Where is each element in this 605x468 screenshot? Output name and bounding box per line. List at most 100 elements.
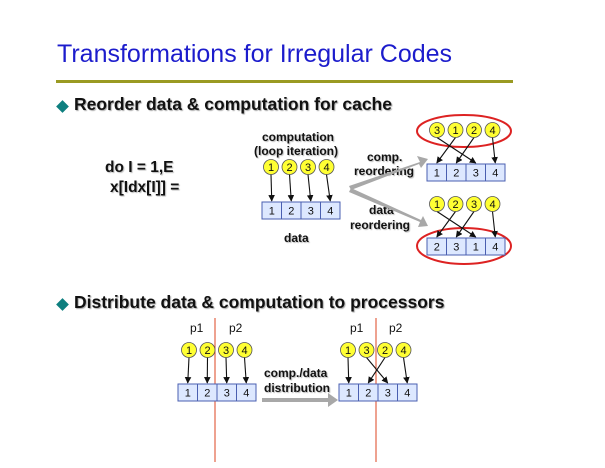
data-cell — [320, 201, 341, 220]
data-cell-label: 1 — [473, 242, 479, 254]
diagram-original-arrows — [268, 174, 333, 202]
access-arrow — [402, 357, 410, 384]
data-cell — [485, 163, 506, 182]
iteration-node — [199, 342, 216, 358]
iteration-label: 3 — [223, 345, 229, 357]
data-cell-label: 1 — [434, 168, 440, 180]
label-comp-reordering: reordering — [354, 164, 415, 178]
iteration-node — [218, 342, 234, 358]
diagram-dist_after-arrows — [345, 357, 410, 384]
iteration-label: 4 — [489, 199, 495, 211]
code-line-2: x[Idx[I]] = — [110, 179, 180, 196]
access-arrow — [436, 137, 477, 164]
data-cell-label: 1 — [185, 388, 191, 400]
data-cell-label: 2 — [204, 388, 210, 400]
iteration-label: 2 — [382, 345, 388, 357]
label-data: data — [284, 231, 309, 245]
iteration-node — [484, 122, 501, 138]
bullet-reorder: Reorder data & computation for cache — [74, 94, 392, 114]
iteration-node — [236, 342, 253, 358]
iteration-node — [318, 159, 335, 175]
access-arrow — [455, 211, 475, 238]
label-p1-left: p1 — [190, 321, 204, 335]
comp-reorder-arrow — [349, 156, 428, 190]
iteration-label: 4 — [400, 345, 406, 357]
iteration-node — [466, 196, 482, 212]
iteration-label: 3 — [305, 162, 311, 174]
data-cell-label: 4 — [492, 242, 498, 254]
page-title: Transformations for Irregular Codes — [57, 40, 453, 68]
iteration-node — [377, 342, 393, 358]
diagram-comp_reordered-arrows — [436, 137, 498, 164]
data-cell — [397, 383, 418, 402]
iteration-node — [281, 159, 298, 175]
access-arrow — [223, 357, 230, 384]
iteration-label: 2 — [471, 125, 477, 137]
iteration-node — [429, 122, 445, 138]
data-cell — [236, 383, 257, 402]
title-underline — [56, 80, 513, 83]
access-arrow — [436, 137, 456, 164]
data-cell-label: 3 — [473, 168, 479, 180]
data-cell-label: 1 — [269, 206, 275, 218]
label-p2-right: p2 — [389, 321, 403, 335]
data-cell-label: 3 — [453, 242, 459, 254]
iteration-node — [395, 342, 412, 358]
iteration-label: 2 — [452, 199, 458, 211]
iteration-node — [484, 196, 501, 212]
diagram-dist_before-arrows — [184, 357, 250, 384]
iteration-label: 4 — [489, 125, 495, 137]
data-cell-label: 4 — [243, 388, 249, 400]
access-arrow — [367, 357, 386, 384]
label-p1-right: p1 — [350, 321, 364, 335]
distribution-arrow — [262, 393, 338, 407]
data-cell-label: 2 — [453, 168, 459, 180]
data-cell — [485, 237, 506, 256]
access-arrow — [287, 174, 295, 202]
label-data-reordering: reordering — [350, 218, 411, 232]
access-arrow — [455, 137, 475, 164]
data-cell-label: 2 — [288, 206, 294, 218]
label-computation: computation — [262, 130, 334, 144]
data-cell-label: 2 — [434, 242, 440, 254]
iteration-label: 3 — [363, 345, 369, 357]
iteration-label: 1 — [434, 199, 440, 211]
access-arrow — [184, 357, 192, 384]
data-cell-label: 3 — [224, 388, 230, 400]
label-comp: comp. — [367, 150, 403, 164]
iteration-label: 2 — [204, 345, 210, 357]
data-cell-label: 3 — [308, 206, 314, 218]
diagram-data_reordered-arrows — [436, 211, 498, 238]
access-arrow — [491, 211, 498, 238]
bullet-distribute: Distribute data & computation to process… — [74, 292, 445, 312]
highlight-ellipse-data — [416, 227, 512, 265]
access-arrow — [491, 137, 498, 164]
iteration-node — [429, 196, 445, 212]
iteration-node — [358, 342, 375, 358]
iteration-label: 4 — [323, 162, 329, 174]
data-cell-label: 4 — [327, 206, 333, 218]
data-cell-label: 4 — [404, 388, 410, 400]
iteration-label: 4 — [241, 345, 247, 357]
data-reorder-arrow — [349, 188, 428, 227]
data-cell-label: 2 — [365, 388, 371, 400]
iteration-node — [466, 122, 482, 138]
iteration-label: 3 — [434, 125, 440, 137]
iteration-label: 2 — [286, 162, 292, 174]
data-cell-label: 3 — [385, 388, 391, 400]
access-arrow — [268, 174, 275, 202]
label-comp-data: comp./data — [264, 366, 328, 380]
label-loop-iteration: (loop iteration) — [254, 144, 338, 158]
iteration-node — [181, 342, 197, 358]
highlight-ellipse-comp — [416, 114, 512, 148]
access-arrow — [436, 211, 456, 238]
label-distribution: distribution — [264, 381, 330, 395]
iteration-label: 1 — [452, 125, 458, 137]
iteration-label: 1 — [186, 345, 192, 357]
